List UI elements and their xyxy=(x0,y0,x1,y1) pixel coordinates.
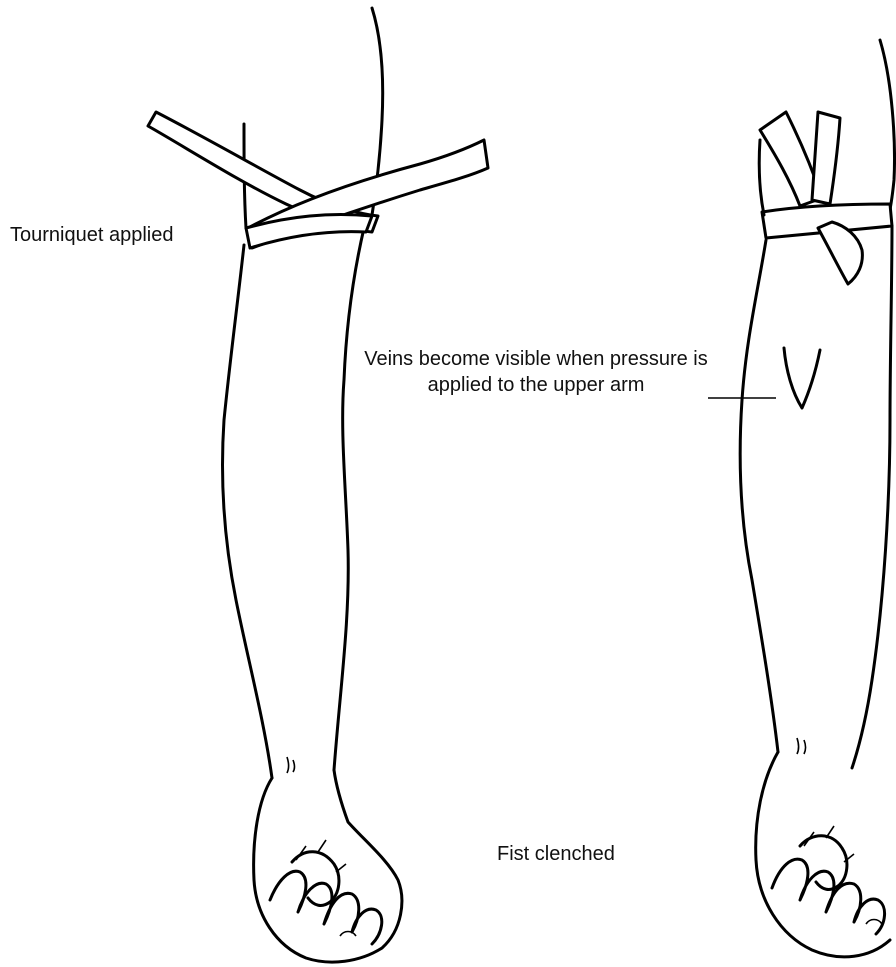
right-forearm-right-edge xyxy=(852,226,892,768)
left-fist-fingers xyxy=(270,871,382,944)
left-forearm-left-edge xyxy=(223,245,273,778)
right-forearm-left-edge xyxy=(740,240,778,752)
right-arm xyxy=(708,40,894,957)
left-forearm-right-edge xyxy=(334,228,364,770)
right-upper-arm-outline xyxy=(880,40,894,226)
right-wrist-crease xyxy=(797,738,806,754)
right-fist-outline xyxy=(756,752,890,957)
left-arm xyxy=(148,8,488,962)
right-forearm-vein xyxy=(784,348,820,408)
right-tourniquet-loop-right xyxy=(812,112,840,204)
fist-clenched-label: Fist clenched xyxy=(497,841,615,867)
right-upper-arm-left-edge xyxy=(759,140,764,215)
veins-visible-label: Veins become visible when pressure is ap… xyxy=(360,346,712,398)
right-tourniquet-tail xyxy=(818,222,862,284)
tourniquet-applied-label: Tourniquet applied xyxy=(10,222,173,248)
left-wrist-crease xyxy=(287,757,295,773)
